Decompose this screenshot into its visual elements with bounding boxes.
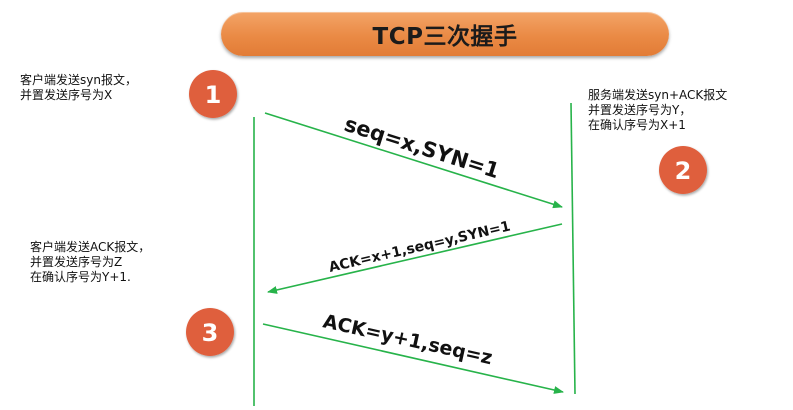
step-badge-1-label: 1 <box>205 81 222 109</box>
note-step-3: 客户端发送ACK报文， 并置发送序号为Z 在确认序号为Y+1. <box>30 240 150 285</box>
note-step-1-line-2: 并置发送序号为X <box>20 88 113 102</box>
step-badge-3-circle <box>186 308 234 356</box>
ack-arrow <box>262 323 564 394</box>
note-step-3-line-3: 在确认序号为Y+1. <box>30 270 131 284</box>
note-step-2-line-1: 服务端发送syn+ACK报文 <box>588 88 728 102</box>
ack-message-label: ACK=y+1,seq=z <box>321 310 494 369</box>
step-badge-2 <box>659 146 707 194</box>
syn-ack-arrow <box>267 223 563 294</box>
note-step-2-line-2: 并置发送序号为Y， <box>588 103 692 117</box>
note-step-1: 客户端发送syn报文， 并置发送序号为X <box>20 73 137 103</box>
diagram-title: TCP三次握手 <box>372 24 518 50</box>
step-badge-2-label: 2 <box>675 157 692 185</box>
step-badge-3-label: 3 <box>202 319 219 347</box>
title-banner: TCP三次握手 <box>221 12 669 56</box>
note-step-1-line-1: 客户端发送syn报文， <box>20 73 137 87</box>
note-step-3-line-1: 客户端发送ACK报文， <box>30 240 151 254</box>
step-badge-3 <box>186 308 234 356</box>
note-step-2: 服务端发送syn+ACK报文 并置发送序号为Y， 在确认序号为X+1 <box>588 88 727 133</box>
syn-message-label: seq=x,SYN=1 <box>341 112 502 183</box>
step-badge-1-circle <box>189 70 237 118</box>
server-lifeline <box>570 102 576 395</box>
note-step-2-line-3: 在确认序号为X+1 <box>588 118 686 132</box>
syn-ack-message-label: ACK=x+1,seq=y,SYN=1 <box>327 218 512 275</box>
step-badge-2-circle <box>659 146 707 194</box>
step-badge-1 <box>189 70 237 118</box>
syn-arrow <box>264 112 563 209</box>
note-step-3-line-2: 并置发送序号为Z <box>30 255 123 269</box>
